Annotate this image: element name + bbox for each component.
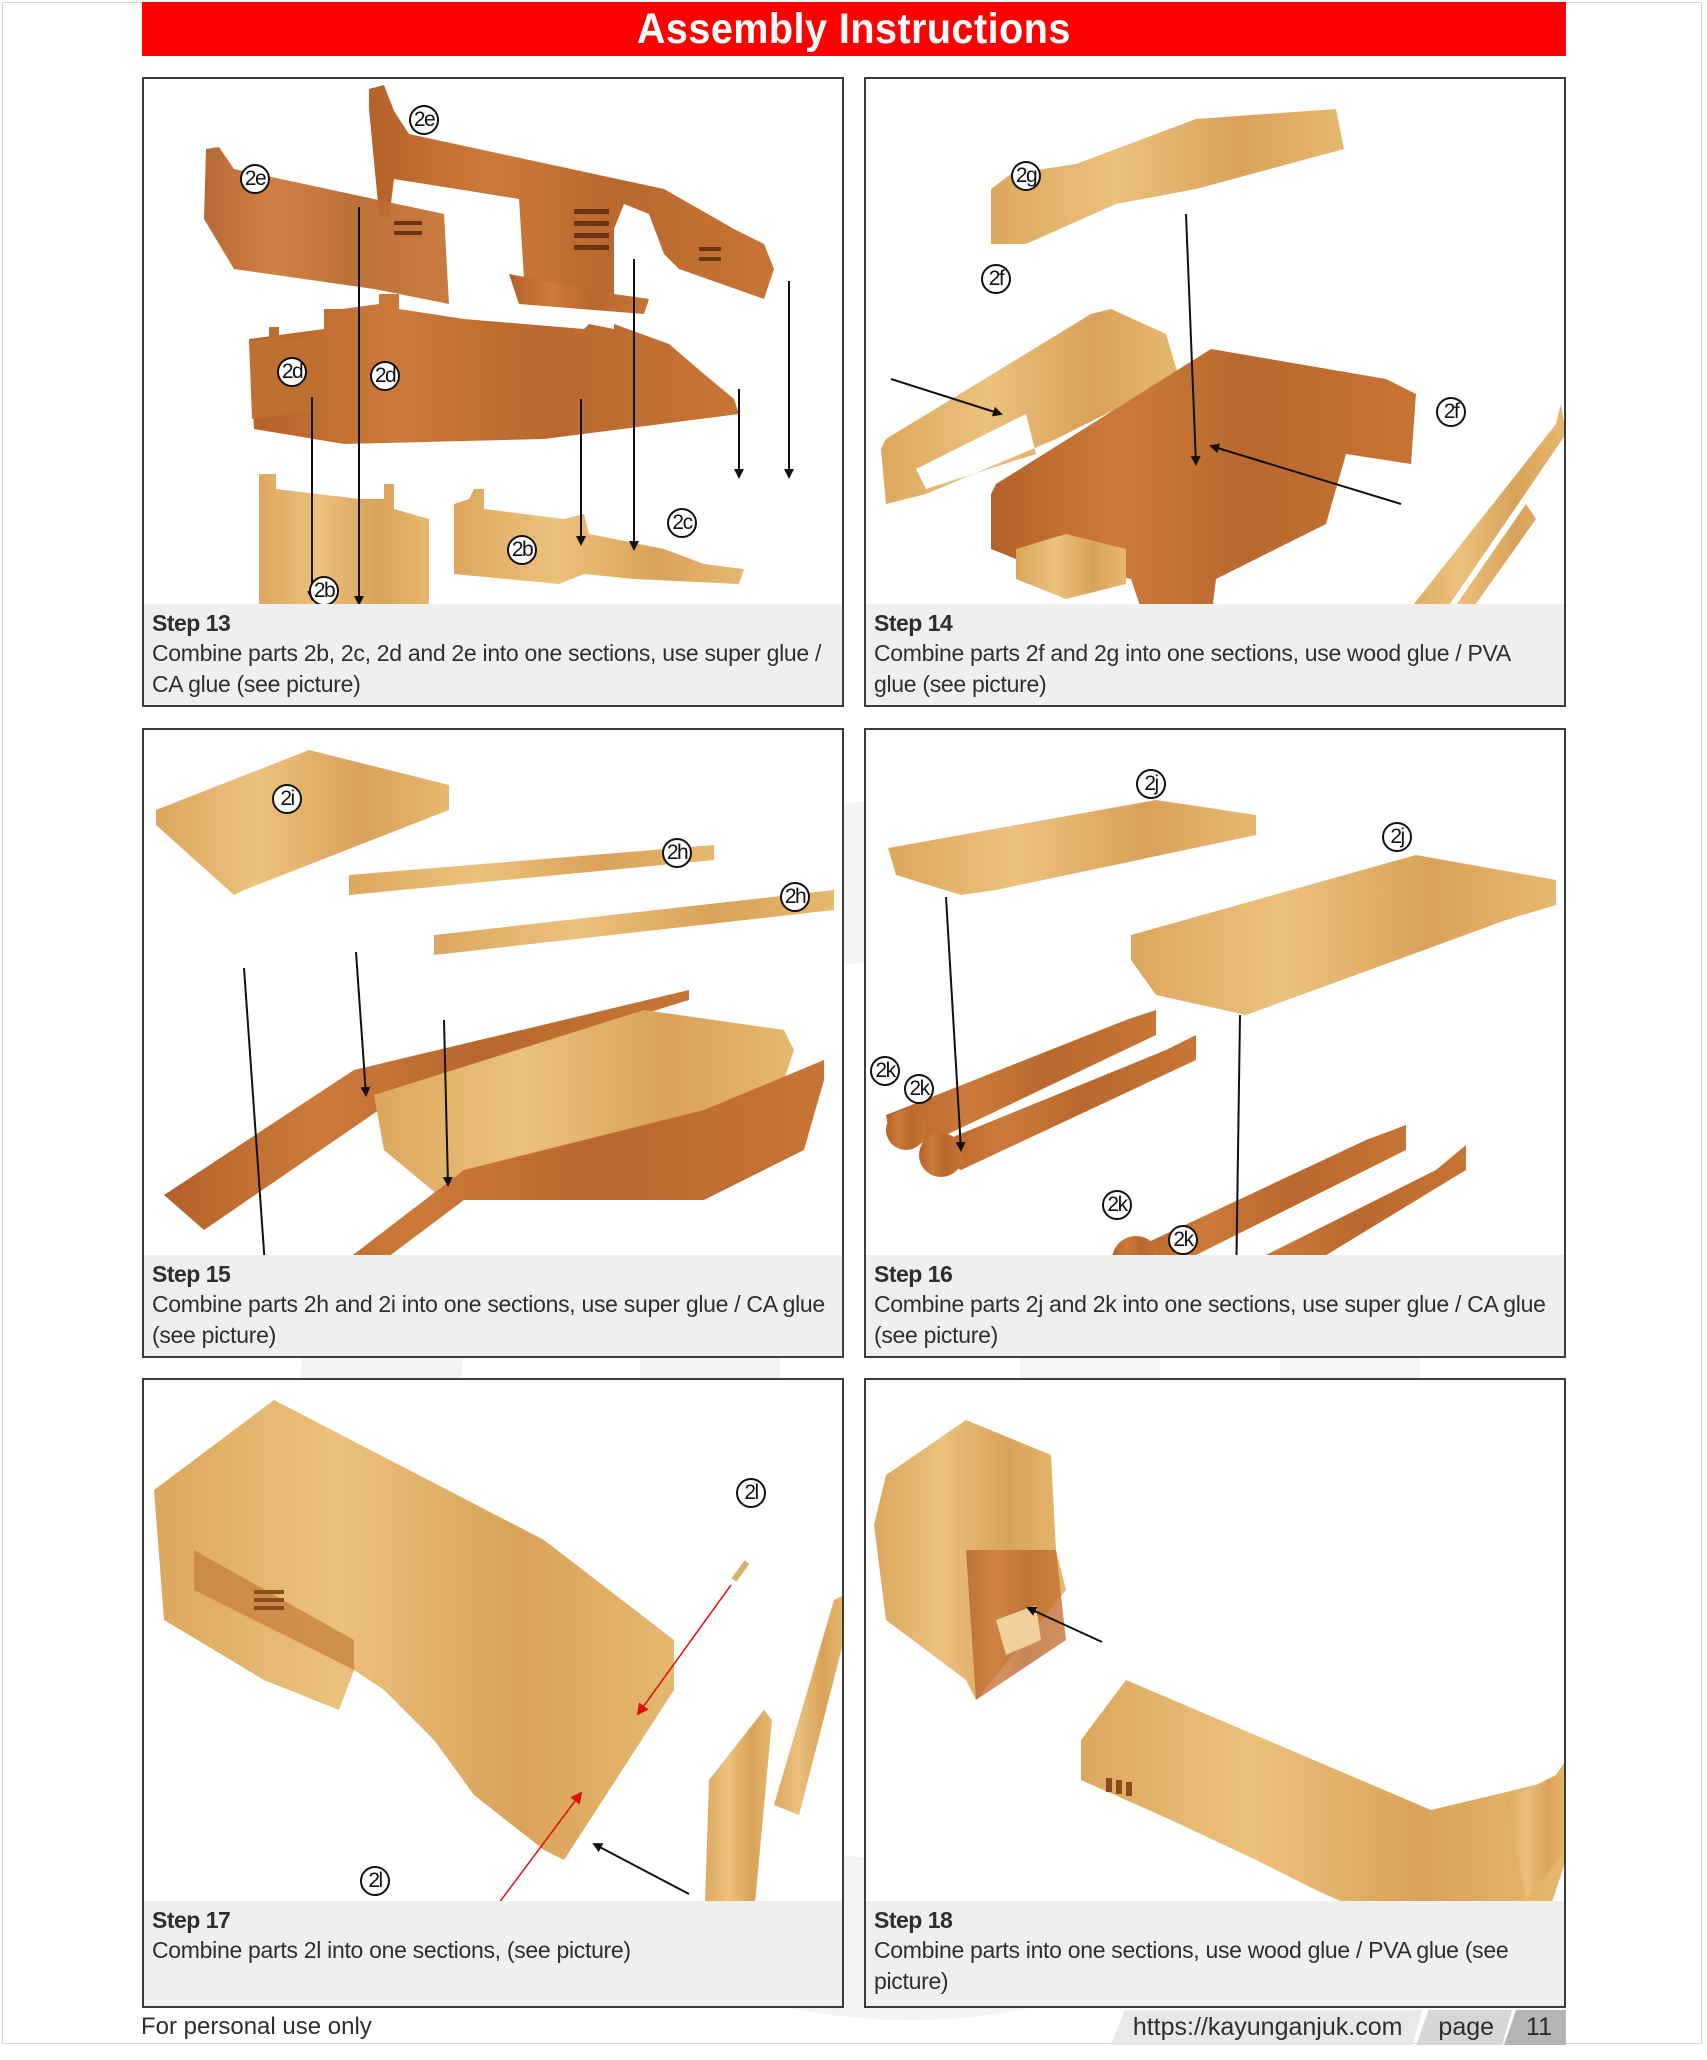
page-number: 11 — [1504, 2010, 1566, 2045]
website-link[interactable]: https://kayunganjuk.com — [1111, 2010, 1423, 2045]
step-18-title: Step 18 — [874, 1907, 953, 1933]
step-18-illustration — [874, 1420, 1564, 1910]
step-17-caption: Step 17 Combine parts 2l into one sectio… — [144, 1901, 842, 2006]
step-16-panel: 2j 2j 2k 2k 2k 2k Step 16 Combine parts … — [864, 728, 1566, 1358]
step-15-panel: 2i 2h 2h Step 15 Combine parts 2h and 2i… — [142, 728, 844, 1358]
step-13-title: Step 13 — [152, 610, 231, 636]
step-18-description: Combine parts into one sections, use woo… — [874, 1937, 1509, 1994]
step-15-caption: Step 15 Combine parts 2h and 2i into one… — [144, 1255, 842, 1356]
step-17-panel: 2l 2l Step 17 Combine parts 2l into one … — [142, 1378, 844, 2008]
part-label-2j: 2j — [1136, 769, 1166, 799]
step-17-illustration — [154, 1400, 842, 1910]
step-14-caption: Step 14 Combine parts 2f and 2g into one… — [866, 604, 1564, 705]
step-16-caption: Step 16 Combine parts 2j and 2k into one… — [866, 1255, 1564, 1356]
part-label-2e: 2e — [240, 164, 270, 194]
footer-page-info: https://kayunganjuk.com page 11 — [1111, 2010, 1566, 2045]
step-14-panel: 2g 2f 2f Step 14 Combine parts 2f and 2g… — [864, 77, 1566, 707]
step-16-illustration — [886, 800, 1556, 1260]
step-15-title: Step 15 — [152, 1261, 231, 1287]
step-16-title: Step 16 — [874, 1261, 953, 1287]
step-15-description: Combine parts 2h and 2i into one section… — [152, 1291, 825, 1348]
part-label-2k: 2k — [870, 1056, 900, 1086]
page-title-bar: Assembly Instructions — [142, 2, 1566, 56]
part-label-2k: 2k — [1102, 1190, 1132, 1220]
part-label-2f: 2f — [1436, 397, 1466, 427]
step-13-illustration — [204, 85, 794, 609]
step-14-illustration — [881, 109, 1564, 609]
part-label-2d: 2d — [370, 361, 400, 391]
part-label-2g: 2g — [1011, 161, 1041, 191]
part-label-2e: 2e — [409, 105, 439, 135]
step-13-panel: 2e 2e 2d 2d 2b 2b 2c Step 13 Combine par… — [142, 77, 844, 707]
part-label-2h: 2h — [780, 882, 810, 912]
part-label-2l: 2l — [360, 1866, 390, 1896]
step-13-caption: Step 13 Combine parts 2b, 2c, 2d and 2e … — [144, 604, 842, 705]
step-15-illustration — [156, 750, 834, 1260]
part-label-2j: 2j — [1382, 822, 1412, 852]
step-18-panel: Step 18 Combine parts into one sections,… — [864, 1378, 1566, 2008]
step-13-description: Combine parts 2b, 2c, 2d and 2e into one… — [152, 640, 822, 697]
page-title: Assembly Instructions — [637, 4, 1071, 53]
part-label-2b: 2b — [309, 576, 339, 606]
part-label-2i: 2i — [272, 784, 302, 814]
part-label-2k: 2k — [904, 1074, 934, 1104]
part-label-2h: 2h — [662, 838, 692, 868]
part-label-2f: 2f — [981, 264, 1011, 294]
step-18-caption: Step 18 Combine parts into one sections,… — [866, 1901, 1564, 2006]
step-14-title: Step 14 — [874, 610, 953, 636]
part-label-2b: 2b — [507, 535, 537, 565]
step-14-description: Combine parts 2f and 2g into one section… — [874, 640, 1510, 697]
step-16-description: Combine parts 2j and 2k into one section… — [874, 1291, 1546, 1348]
page-label: page — [1416, 2010, 1512, 2045]
part-label-2c: 2c — [667, 508, 697, 538]
personal-use-notice: For personal use only — [141, 2013, 372, 2040]
step-17-description: Combine parts 2l into one sections, (see… — [152, 1937, 631, 1963]
part-label-2d: 2d — [277, 357, 307, 387]
part-label-2l: 2l — [736, 1478, 766, 1508]
step-17-title: Step 17 — [152, 1907, 231, 1933]
part-label-2k: 2k — [1168, 1225, 1198, 1255]
